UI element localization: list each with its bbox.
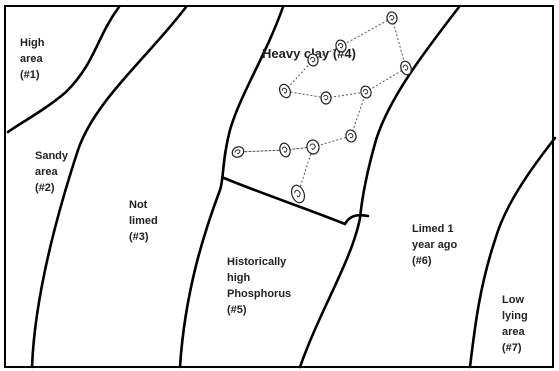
boundary-notlimed-clay-phosphorus: [178, 5, 285, 369]
label-line: (#5): [227, 304, 247, 316]
sample-point-oval: [231, 146, 245, 158]
sample-point-scribble: [281, 87, 288, 94]
label-line: Not: [129, 199, 148, 211]
sample-point-icon: [307, 53, 319, 67]
label-line: area: [20, 53, 44, 65]
label-line: area: [35, 166, 59, 178]
sample-point-icon: [335, 39, 347, 53]
sample-point-oval: [290, 184, 306, 204]
sample-point-scribble: [234, 149, 241, 155]
sample-point-icon: [360, 85, 372, 99]
sample-point-icon: [345, 129, 357, 143]
sample-point-icon: [278, 83, 292, 99]
sample-point-oval: [345, 129, 357, 143]
label-line: Phosphorus: [227, 288, 291, 300]
sample-points: [231, 11, 412, 204]
label-sandy-area: Sandy area (#2): [35, 150, 71, 194]
sample-point-scribble: [309, 56, 316, 63]
sample-point-oval: [400, 60, 412, 76]
label-line: Low: [502, 294, 524, 306]
sample-point-icon: [231, 146, 245, 158]
label-not-limed: Not limed (#3): [129, 199, 161, 243]
sample-point-oval: [307, 53, 319, 67]
region-labels: High area (#1) Sandy area (#2) Not limed…: [20, 37, 531, 354]
label-line: year ago: [412, 239, 458, 251]
label-line: Heavy clay (#4): [262, 46, 356, 61]
boundary-clay-phosphorus-bottom: [222, 176, 370, 226]
sample-point-oval: [386, 11, 398, 25]
sample-point-oval: [335, 39, 347, 53]
label-line: area: [502, 326, 526, 338]
sample-point-oval: [279, 142, 291, 158]
label-line: (#3): [129, 231, 149, 243]
label-line: Sandy: [35, 150, 69, 162]
label-limed-1-year-ago: Limed 1 year ago (#6): [412, 223, 460, 267]
sampling-path: [237, 17, 407, 195]
label-line: (#7): [502, 342, 522, 354]
sample-point-icon: [320, 91, 332, 105]
label-heavy-clay: Heavy clay (#4): [262, 46, 356, 61]
sample-point-scribble: [309, 143, 316, 150]
label-line: Limed 1: [412, 223, 454, 235]
label-line: (#1): [20, 69, 40, 81]
sample-point-oval: [306, 139, 320, 155]
label-historically-high-phosphorus: Historically high Phosphorus (#5): [227, 256, 294, 316]
sample-point-icon: [290, 184, 306, 204]
label-low-lying-area: Low lying area (#7): [502, 294, 531, 354]
boundary-limed-lowlying: [468, 136, 557, 369]
sample-point-scribble: [294, 189, 301, 198]
label-line: Historically: [227, 256, 287, 268]
sample-point-icon: [386, 11, 398, 25]
boundary-sandy-notlimed: [30, 5, 188, 369]
sample-point-scribble: [362, 89, 369, 95]
sample-point-scribble: [337, 43, 344, 49]
label-line: (#2): [35, 182, 55, 194]
sample-point-icon: [306, 139, 320, 155]
sample-point-scribble: [323, 94, 329, 101]
field-outline: [4, 5, 554, 368]
boundary-high-sandy: [6, 5, 121, 134]
sample-point-oval: [278, 83, 292, 99]
sample-point-scribble: [402, 64, 409, 71]
label-line: (#6): [412, 255, 432, 267]
sample-point-scribble: [388, 14, 395, 21]
boundary-clay-limed: [298, 5, 461, 369]
label-line: limed: [129, 215, 158, 227]
label-high-area: High area (#1): [20, 37, 48, 81]
sample-point-scribble: [281, 146, 288, 153]
label-line: High: [20, 37, 45, 49]
sample-point-scribble: [347, 132, 354, 139]
sample-point-icon: [400, 60, 412, 76]
label-line: lying: [502, 310, 528, 322]
sample-point-icon: [279, 142, 291, 158]
sample-point-oval: [320, 91, 332, 105]
label-line: high: [227, 272, 250, 284]
sample-point-oval: [360, 85, 372, 99]
